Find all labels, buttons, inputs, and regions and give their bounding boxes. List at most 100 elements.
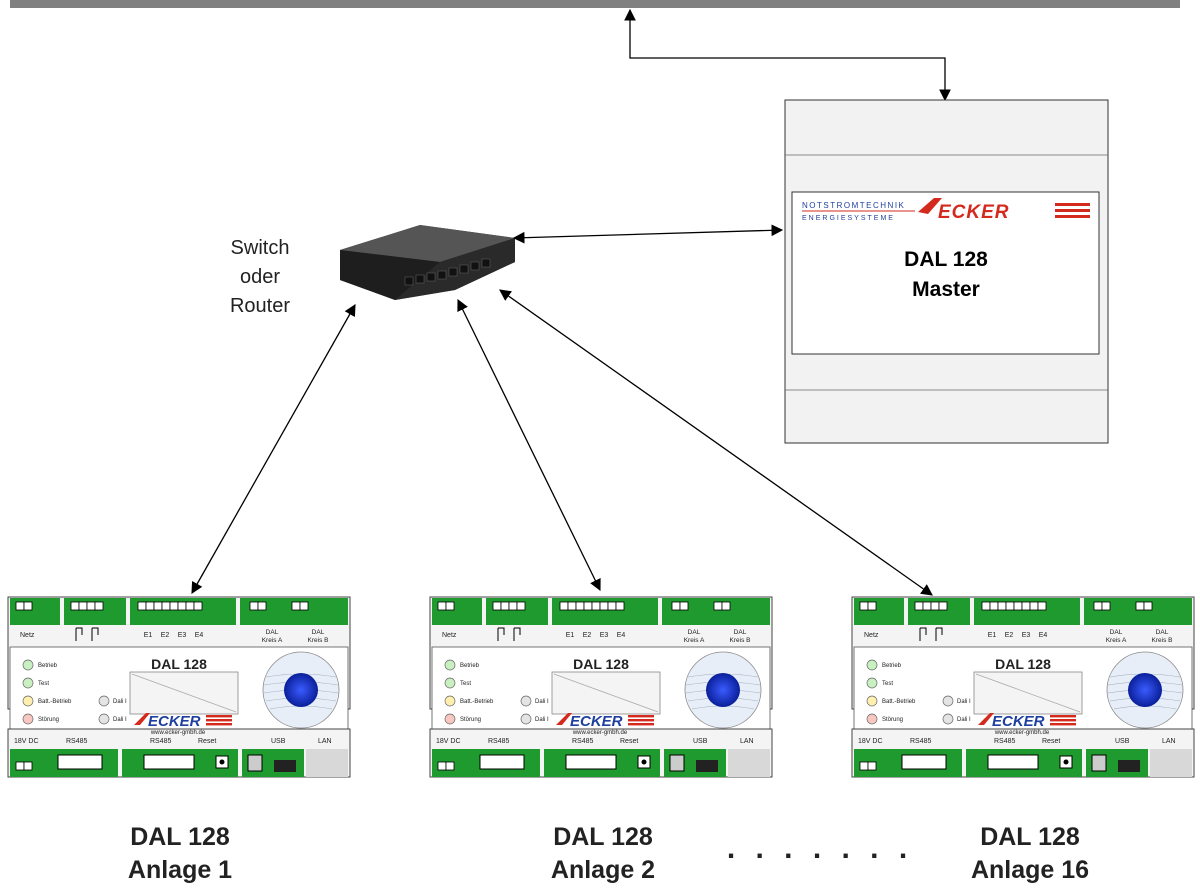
device-power: 18V DC bbox=[14, 738, 39, 745]
system-label-2: DAL 128 Anlage 2 bbox=[551, 823, 655, 884]
device-dal-b-2: Kreis B bbox=[308, 637, 329, 644]
switch-master-link bbox=[512, 224, 784, 244]
device-dal-b-1: DAL bbox=[734, 629, 747, 636]
device-reset: Reset bbox=[620, 738, 638, 745]
device-e4: E4 bbox=[195, 632, 204, 639]
device-led-batt: Batt.-Betrieb bbox=[38, 699, 72, 705]
device-led-batt: Batt.-Betrieb bbox=[460, 699, 494, 705]
device-led-test: Test bbox=[38, 681, 49, 687]
device-e2: E2 bbox=[1005, 632, 1014, 639]
device-website: www.ecker-gmbh.de bbox=[572, 730, 628, 736]
device-model: DAL 128 bbox=[573, 656, 629, 672]
device-website: www.ecker-gmbh.de bbox=[150, 730, 206, 736]
device-lan: LAN bbox=[1162, 738, 1176, 745]
svg-text:Switch: Switch bbox=[231, 237, 290, 259]
svg-text:DAL 128: DAL 128 bbox=[553, 823, 653, 851]
svg-text:Anlage 16: Anlage 16 bbox=[971, 856, 1089, 884]
svg-text:Anlage 2: Anlage 2 bbox=[551, 856, 655, 884]
device-e4: E4 bbox=[617, 632, 626, 639]
device-led-batt: Batt.-Betrieb bbox=[882, 699, 916, 705]
network-switch-icon bbox=[340, 225, 515, 300]
device-e2: E2 bbox=[583, 632, 592, 639]
svg-text:DAL 128: DAL 128 bbox=[130, 823, 230, 851]
device-e1: E1 bbox=[566, 632, 575, 639]
device-dal-a-1: DAL bbox=[1110, 629, 1123, 636]
device-led-betrieb: Betrieb bbox=[460, 663, 480, 669]
device-e3: E3 bbox=[600, 632, 609, 639]
switch-device-1-link bbox=[191, 303, 356, 595]
device-model: DAL 128 bbox=[995, 656, 1051, 672]
device-rs485-2: RS485 bbox=[994, 738, 1016, 745]
device-e2: E2 bbox=[161, 632, 170, 639]
ecker-logo-icon bbox=[918, 198, 942, 214]
device-lan: LAN bbox=[318, 738, 332, 745]
system-label-16: DAL 128 Anlage 16 bbox=[971, 823, 1089, 884]
device-rs485-2: RS485 bbox=[150, 738, 172, 745]
switch-device-16-link bbox=[499, 289, 933, 596]
svg-text:DAL 128: DAL 128 bbox=[980, 823, 1080, 851]
switch-device-2-link bbox=[457, 298, 601, 592]
device-rs485-1: RS485 bbox=[910, 738, 932, 745]
device-led-test: Test bbox=[460, 681, 471, 687]
master-unit: NOTSTROMTECHNIK ENERGIESYSTEME ECKER DAL… bbox=[784, 99, 1109, 444]
master-brand: ECKER bbox=[938, 202, 1010, 223]
device-power: 18V DC bbox=[436, 738, 461, 745]
network-bus bbox=[10, 0, 1180, 8]
device-lan: LAN bbox=[740, 738, 754, 745]
svg-text:Anlage 1: Anlage 1 bbox=[128, 856, 232, 884]
device-netz: Netz bbox=[442, 632, 457, 639]
device-rs485-2: RS485 bbox=[572, 738, 594, 745]
ellipsis: . . . . . . . bbox=[727, 832, 913, 865]
device-netz: Netz bbox=[20, 632, 35, 639]
device-model: DAL 128 bbox=[151, 656, 207, 672]
device-brand: ECKER bbox=[992, 713, 1045, 730]
master-logo-line2: ENERGIESYSTEME bbox=[802, 215, 895, 222]
device-reset: Reset bbox=[198, 738, 216, 745]
bus-master-link bbox=[624, 8, 951, 102]
master-title: DAL 128 bbox=[904, 248, 988, 271]
device-led-dali-1: Dali I bbox=[957, 699, 971, 705]
device-led-dali-1: Dali I bbox=[113, 699, 127, 705]
device-dal-a-1: DAL bbox=[266, 629, 279, 636]
device-led-dali-1: Dali I bbox=[535, 699, 549, 705]
device-dal-b-1: DAL bbox=[312, 629, 325, 636]
device-dal-a-2: Kreis A bbox=[262, 637, 283, 644]
device-dal-a-1: DAL bbox=[688, 629, 701, 636]
device-led-dali-2: Dali I bbox=[113, 717, 127, 723]
device-dal-a-2: Kreis A bbox=[1106, 637, 1127, 644]
master-subtitle: Master bbox=[912, 278, 980, 301]
device-usb: USB bbox=[271, 738, 286, 745]
device-rs485-1: RS485 bbox=[66, 738, 88, 745]
device-led-test: Test bbox=[882, 681, 893, 687]
device-e3: E3 bbox=[1022, 632, 1031, 639]
master-logo-line1: NOTSTROMTECHNIK bbox=[802, 201, 905, 210]
device-brand: ECKER bbox=[570, 713, 623, 730]
device-led-stoerung: Störung bbox=[882, 717, 903, 723]
svg-text:oder: oder bbox=[240, 266, 280, 288]
device-rs485-1: RS485 bbox=[488, 738, 510, 745]
device-usb: USB bbox=[693, 738, 708, 745]
device-led-dali-2: Dali I bbox=[957, 717, 971, 723]
device-e3: E3 bbox=[178, 632, 187, 639]
device-dal-b-1: DAL bbox=[1156, 629, 1169, 636]
device-reset: Reset bbox=[1042, 738, 1060, 745]
svg-text:Router: Router bbox=[230, 295, 290, 317]
system-label-1: DAL 128 Anlage 1 bbox=[128, 823, 232, 884]
device-led-stoerung: Störung bbox=[38, 717, 59, 723]
device-website: www.ecker-gmbh.de bbox=[994, 730, 1050, 736]
device-e1: E1 bbox=[144, 632, 153, 639]
device-netz: Netz bbox=[864, 632, 879, 639]
switch-label: Switch oder Router bbox=[230, 237, 290, 317]
device-led-betrieb: Betrieb bbox=[38, 663, 58, 669]
device-led-dali-2: Dali I bbox=[535, 717, 549, 723]
device-e1: E1 bbox=[988, 632, 997, 639]
device-dal-b-2: Kreis B bbox=[730, 637, 751, 644]
device-brand: ECKER bbox=[148, 713, 201, 730]
device-led-betrieb: Betrieb bbox=[882, 663, 902, 669]
device-power: 18V DC bbox=[858, 738, 883, 745]
device-led-stoerung: Störung bbox=[460, 717, 481, 723]
device-usb: USB bbox=[1115, 738, 1130, 745]
